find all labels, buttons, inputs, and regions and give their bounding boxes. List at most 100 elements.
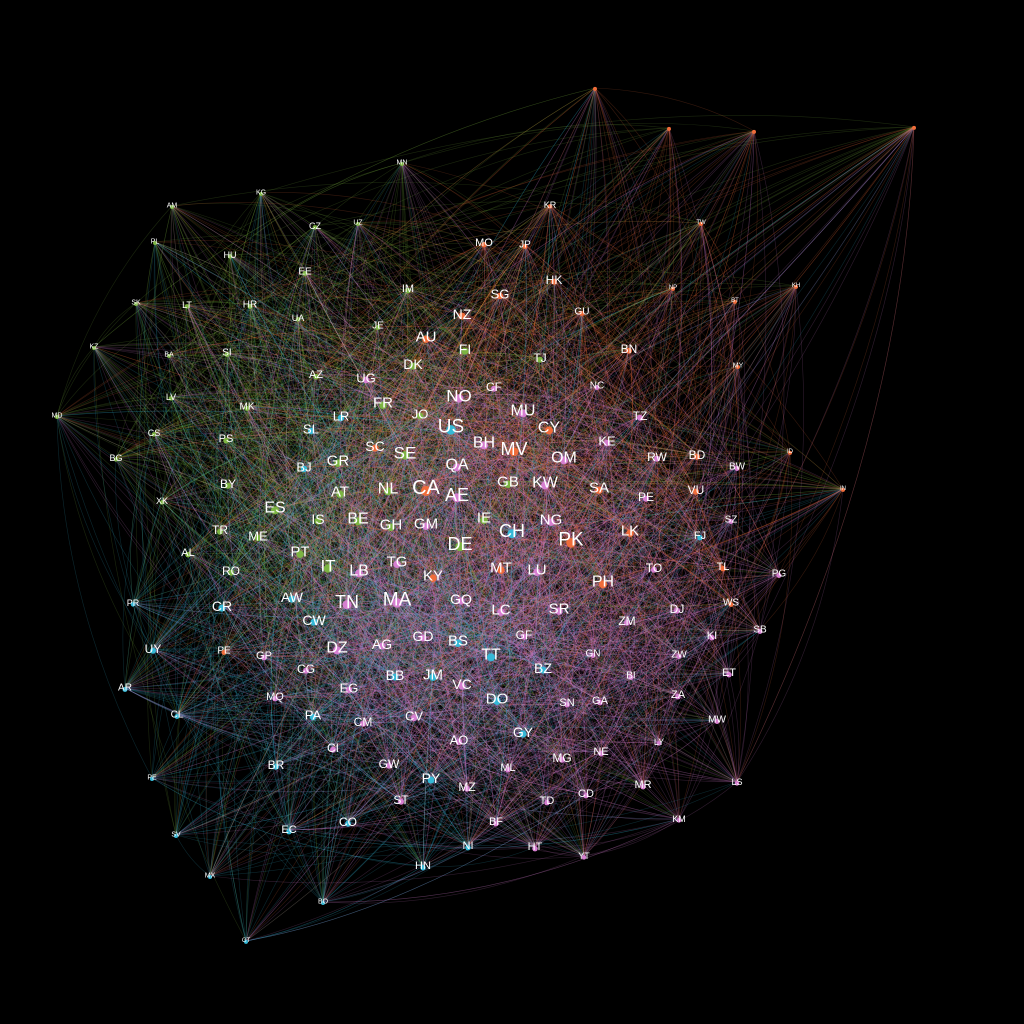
edge (417, 487, 427, 637)
edge (299, 551, 655, 582)
edge (445, 426, 462, 600)
edge (274, 507, 502, 611)
edge (56, 282, 797, 417)
edge (249, 304, 550, 429)
edge (187, 552, 502, 611)
edge (249, 304, 509, 769)
edge (315, 374, 791, 453)
edge (161, 500, 761, 631)
edge (219, 529, 469, 847)
edge (358, 348, 466, 572)
node-dot-o4[interactable] (912, 125, 916, 130)
edge (223, 460, 339, 652)
edge (425, 523, 594, 655)
edge (390, 466, 738, 526)
edge (339, 439, 608, 493)
edge (291, 452, 406, 598)
edge (358, 242, 485, 572)
edge (382, 300, 736, 404)
edge (56, 302, 137, 417)
edge (337, 325, 379, 462)
edge (303, 466, 560, 610)
edge (432, 575, 761, 631)
edge (170, 396, 398, 563)
edge (314, 225, 424, 637)
edge (171, 205, 276, 509)
edge (219, 162, 403, 531)
edge (257, 518, 319, 537)
edge (315, 374, 631, 532)
edge (385, 488, 398, 601)
edge (252, 192, 307, 670)
edge (161, 377, 367, 502)
edge (425, 487, 594, 655)
edge (257, 448, 515, 537)
edge (171, 202, 359, 224)
edge (230, 570, 334, 749)
edge (260, 192, 552, 521)
edge (303, 458, 647, 498)
edge (390, 524, 424, 637)
edge (152, 287, 674, 650)
edge (274, 481, 509, 509)
node-dot-o2[interactable] (667, 126, 671, 131)
edge (153, 386, 495, 434)
edge (56, 415, 259, 537)
edge (274, 462, 738, 509)
edge (304, 271, 406, 454)
edge (227, 483, 398, 601)
edge (249, 304, 364, 723)
edge (385, 162, 403, 490)
edge (305, 654, 680, 685)
edge (317, 481, 509, 520)
edge (336, 288, 409, 649)
edge (412, 363, 565, 459)
edge (132, 566, 724, 618)
edge (291, 596, 396, 676)
node-dot-o1[interactable] (593, 86, 597, 91)
edge (357, 518, 424, 637)
edge (390, 311, 583, 526)
node-dot-o3[interactable] (752, 129, 756, 134)
edge (326, 565, 338, 649)
edge (299, 466, 334, 749)
edge (93, 346, 718, 721)
edge (153, 352, 228, 434)
edge (358, 570, 585, 857)
edge (153, 279, 555, 434)
node-label-dk: DK (403, 356, 423, 372)
edge (152, 225, 316, 650)
edge (295, 428, 324, 903)
edge (304, 271, 461, 545)
edge (407, 288, 585, 857)
edge (153, 427, 312, 434)
edge (412, 352, 541, 365)
edge (230, 287, 674, 572)
edge (381, 535, 701, 645)
edge (412, 363, 697, 491)
edge (357, 222, 736, 302)
edge (221, 605, 718, 721)
edge (291, 596, 432, 779)
edge (296, 428, 312, 553)
edge (260, 192, 460, 397)
edge (314, 225, 452, 428)
edge (313, 374, 348, 603)
edge (310, 428, 485, 519)
edge (387, 488, 680, 656)
edge (246, 406, 301, 553)
edge (246, 406, 383, 645)
edge (153, 352, 228, 434)
edge (396, 599, 492, 656)
edge (450, 426, 509, 483)
edge (132, 602, 225, 652)
edge (227, 475, 546, 485)
edge (56, 415, 178, 716)
edge (404, 279, 555, 454)
edge (317, 287, 674, 520)
edge (249, 304, 427, 525)
edge (315, 374, 434, 577)
node-label-se: SE (394, 444, 417, 463)
edge (132, 336, 427, 604)
edge (187, 426, 452, 554)
